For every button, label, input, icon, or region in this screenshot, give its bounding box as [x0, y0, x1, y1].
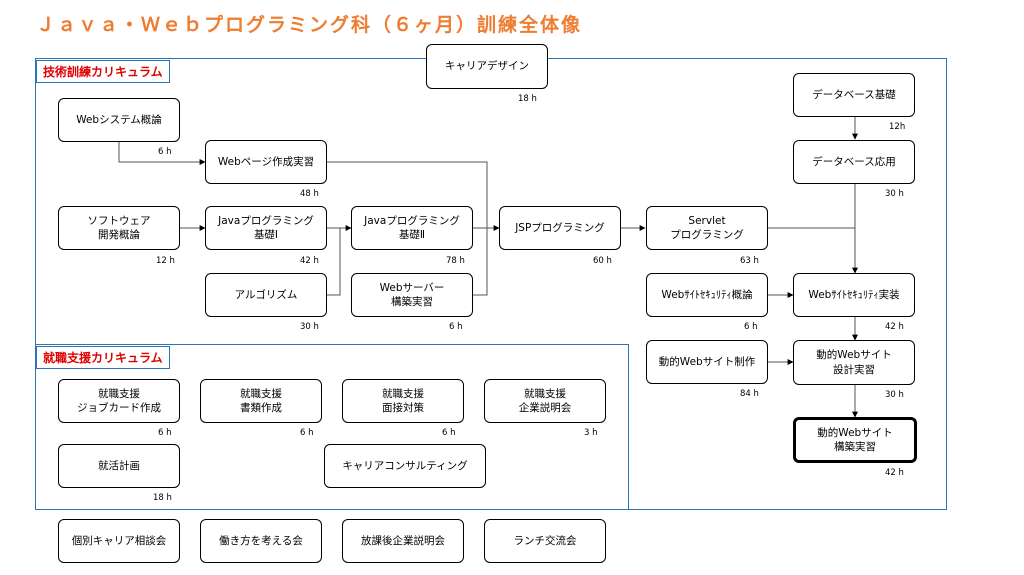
individual-consultation-node: 個別キャリア相談会 [58, 519, 180, 563]
jsp-hours: 60 h [593, 256, 612, 266]
lunch-node: ランチ交流会 [484, 519, 606, 563]
java1-hours: 42 h [300, 256, 319, 266]
career-design-hours: 18 h [518, 94, 537, 104]
career-curriculum-frame [35, 344, 629, 510]
db-apply-node: データベース応用 [793, 140, 915, 184]
job-plan-hours: 18 h [153, 493, 172, 503]
db-basic-hours: 12h [889, 122, 906, 132]
web-security-intro-hours: 6 h [744, 322, 758, 332]
job-plan-node: 就活計画 [58, 444, 180, 488]
web-page-hours: 48 h [300, 189, 319, 199]
web-server-hours: 6 h [449, 322, 463, 332]
java2-hours: 78 h [446, 256, 465, 266]
career-curriculum-label: 就職支援カリキュラム [36, 346, 170, 369]
page-title: Ｊａｖａ・Ｗｅｂプログラミング科（６ヶ月）訓練全体像 [36, 14, 583, 36]
work-style-node: 働き方を考える会 [200, 519, 322, 563]
jsp-node: JSPプログラミング [499, 206, 621, 250]
software-node: ソフトウェア 開発概論 [58, 206, 180, 250]
company-hours: 3 h [584, 428, 598, 438]
db-basic-node: データベース基礎 [793, 73, 915, 117]
interview-node: 就職支援 面接対策 [342, 379, 464, 423]
interview-hours: 6 h [442, 428, 456, 438]
dynamic-design-hours: 30 h [885, 390, 904, 400]
dynamic-design-node: 動的Webサイト 設計実習 [793, 340, 915, 385]
technical-curriculum-label: 技術訓練カリキュラム [36, 60, 170, 83]
job-card-node: 就職支援 ジョブカード作成 [58, 379, 180, 423]
dynamic-build-node: 動的Webサイト 構築実習 [793, 417, 917, 463]
documents-hours: 6 h [300, 428, 314, 438]
software-hours: 12 h [156, 256, 175, 266]
web-security-impl-node: Webｻｲﾄｾｷｭﾘﾃｨ実装 [793, 273, 915, 317]
web-security-impl-hours: 42 h [885, 322, 904, 332]
job-card-hours: 6 h [158, 428, 172, 438]
career-design-node: キャリアデザイン [426, 44, 548, 89]
algorithm-hours: 30 h [300, 322, 319, 332]
java1-node: Javaプログラミング 基礎Ⅰ [205, 206, 327, 250]
java2-node: Javaプログラミング 基礎Ⅱ [351, 206, 473, 250]
web-system-node: Webシステム概論 [58, 98, 180, 142]
company-node: 就職支援 企業説明会 [484, 379, 606, 423]
algorithm-node: アルゴリズム [205, 273, 327, 317]
dynamic-build-hours: 42 h [885, 468, 904, 478]
servlet-node: Servlet プログラミング [646, 206, 768, 250]
db-apply-hours: 30 h [885, 189, 904, 199]
servlet-hours: 63 h [740, 256, 759, 266]
web-security-intro-node: Webｻｲﾄｾｷｭﾘﾃｨ概論 [646, 273, 768, 317]
dynamic-make-hours: 84 h [740, 389, 759, 399]
web-system-hours: 6 h [158, 147, 172, 157]
after-school-node: 放課後企業説明会 [342, 519, 464, 563]
documents-node: 就職支援 書類作成 [200, 379, 322, 423]
dynamic-make-node: 動的Webサイト制作 [646, 340, 768, 384]
consulting-node: キャリアコンサルティング [324, 444, 486, 488]
web-page-node: Webページ作成実習 [205, 140, 327, 184]
web-server-node: Webサーバー 構築実習 [351, 273, 473, 317]
